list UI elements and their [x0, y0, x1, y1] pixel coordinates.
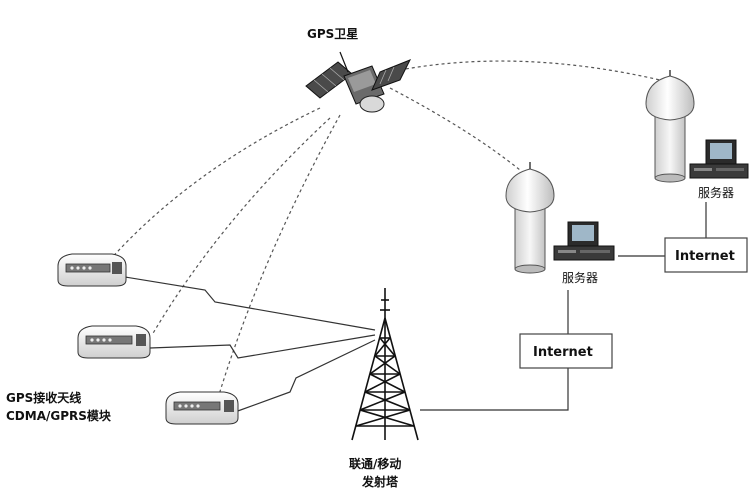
- internet-box-top: Internet: [664, 237, 748, 273]
- server-bottom-label: 服务器: [562, 270, 598, 285]
- server-computer-icon: [689, 139, 749, 179]
- radome-antenna-icon: [505, 162, 555, 274]
- satellite-icon: [305, 51, 412, 113]
- server-top-label: 服务器: [698, 185, 734, 200]
- radome-antenna-icon: [645, 70, 695, 183]
- gps-receiver-icon: [77, 325, 151, 359]
- sat-link-station-bottom: [389, 87, 521, 171]
- antenna-label-line2: CDMA/GPRS模块: [6, 408, 112, 423]
- radio-link-3: [234, 339, 376, 413]
- sat-link-receiver-1: [107, 107, 321, 263]
- cell-tower-icon: [351, 288, 419, 441]
- tower-label-line1: 联通/移动: [349, 456, 401, 471]
- radio-link-2: [149, 334, 376, 359]
- internet-bottom-label: Internet: [533, 345, 593, 360]
- gps-receiver-icon: [57, 253, 127, 287]
- server-computer-icon: [553, 221, 615, 261]
- satellite-label: GPS卫星: [307, 27, 358, 41]
- tower-to-internet: [420, 368, 569, 411]
- internet-box-bottom: Internet: [519, 333, 613, 369]
- sat-link-station-top: [399, 60, 661, 81]
- satellite-links: [107, 60, 661, 399]
- sat-link-receiver-3: [217, 114, 341, 399]
- antenna-label-line1: GPS接收天线: [6, 390, 81, 405]
- tower-label-line2: 发射塔: [361, 474, 399, 489]
- internet-top-label: Internet: [675, 249, 735, 264]
- gps-receiver-icon: [165, 391, 239, 425]
- wired-links: [420, 202, 707, 411]
- sat-link-receiver-2: [151, 117, 331, 336]
- radio-link-1: [124, 276, 376, 331]
- radio-links: [124, 276, 376, 413]
